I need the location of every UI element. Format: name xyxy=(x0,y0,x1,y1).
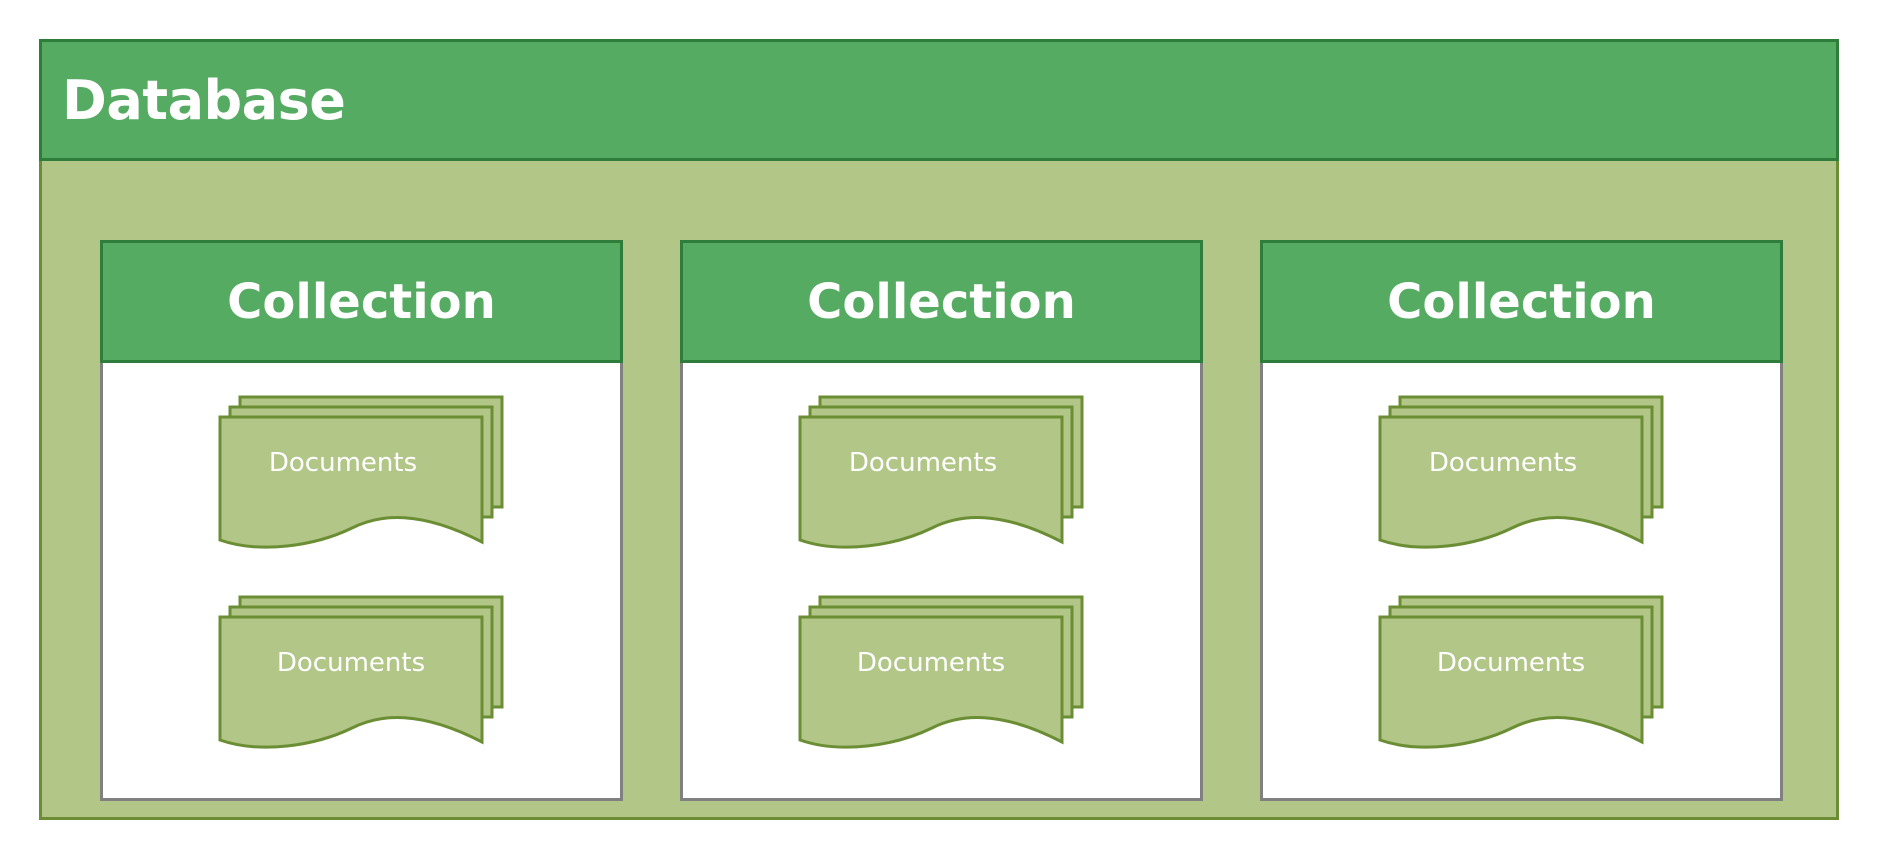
collection-title: Collection xyxy=(1387,273,1656,330)
collection-header: Collection xyxy=(680,240,1203,363)
documents-stack: Documents xyxy=(218,394,510,564)
documents-stack-icon xyxy=(218,595,504,749)
documents-stack: Documents xyxy=(1378,594,1670,764)
collection-2: Documents Documents Collection xyxy=(680,240,1203,801)
documents-stack: Documents xyxy=(798,394,1090,564)
documents-label: Documents xyxy=(268,448,418,478)
collection-header: Collection xyxy=(100,240,623,363)
collection-body: Documents Documents xyxy=(680,360,1203,801)
documents-stack-icon xyxy=(218,395,504,549)
documents-stack-icon xyxy=(798,395,1084,549)
documents-label: Documents xyxy=(276,648,426,678)
database-title: Database xyxy=(62,68,346,132)
documents-label: Documents xyxy=(1436,648,1586,678)
collection-body: Documents Documents xyxy=(1260,360,1783,801)
collection-3: Documents Documents Collection xyxy=(1260,240,1783,801)
collection-header: Collection xyxy=(1260,240,1783,363)
documents-stack: Documents xyxy=(218,594,510,764)
database-container: Database Documents Documents xyxy=(39,39,1839,820)
collection-body: Documents Documents xyxy=(100,360,623,801)
documents-label: Documents xyxy=(856,648,1006,678)
database-header: Database xyxy=(39,39,1839,161)
documents-label: Documents xyxy=(848,448,998,478)
documents-stack-icon xyxy=(1378,595,1664,749)
collection-title: Collection xyxy=(807,273,1076,330)
collection-1: Documents Documents Collection xyxy=(100,240,623,801)
documents-stack-icon xyxy=(798,595,1084,749)
documents-stack-icon xyxy=(1378,395,1664,549)
collection-title: Collection xyxy=(227,273,496,330)
documents-stack: Documents xyxy=(798,594,1090,764)
documents-label: Documents xyxy=(1428,448,1578,478)
documents-stack: Documents xyxy=(1378,394,1670,564)
